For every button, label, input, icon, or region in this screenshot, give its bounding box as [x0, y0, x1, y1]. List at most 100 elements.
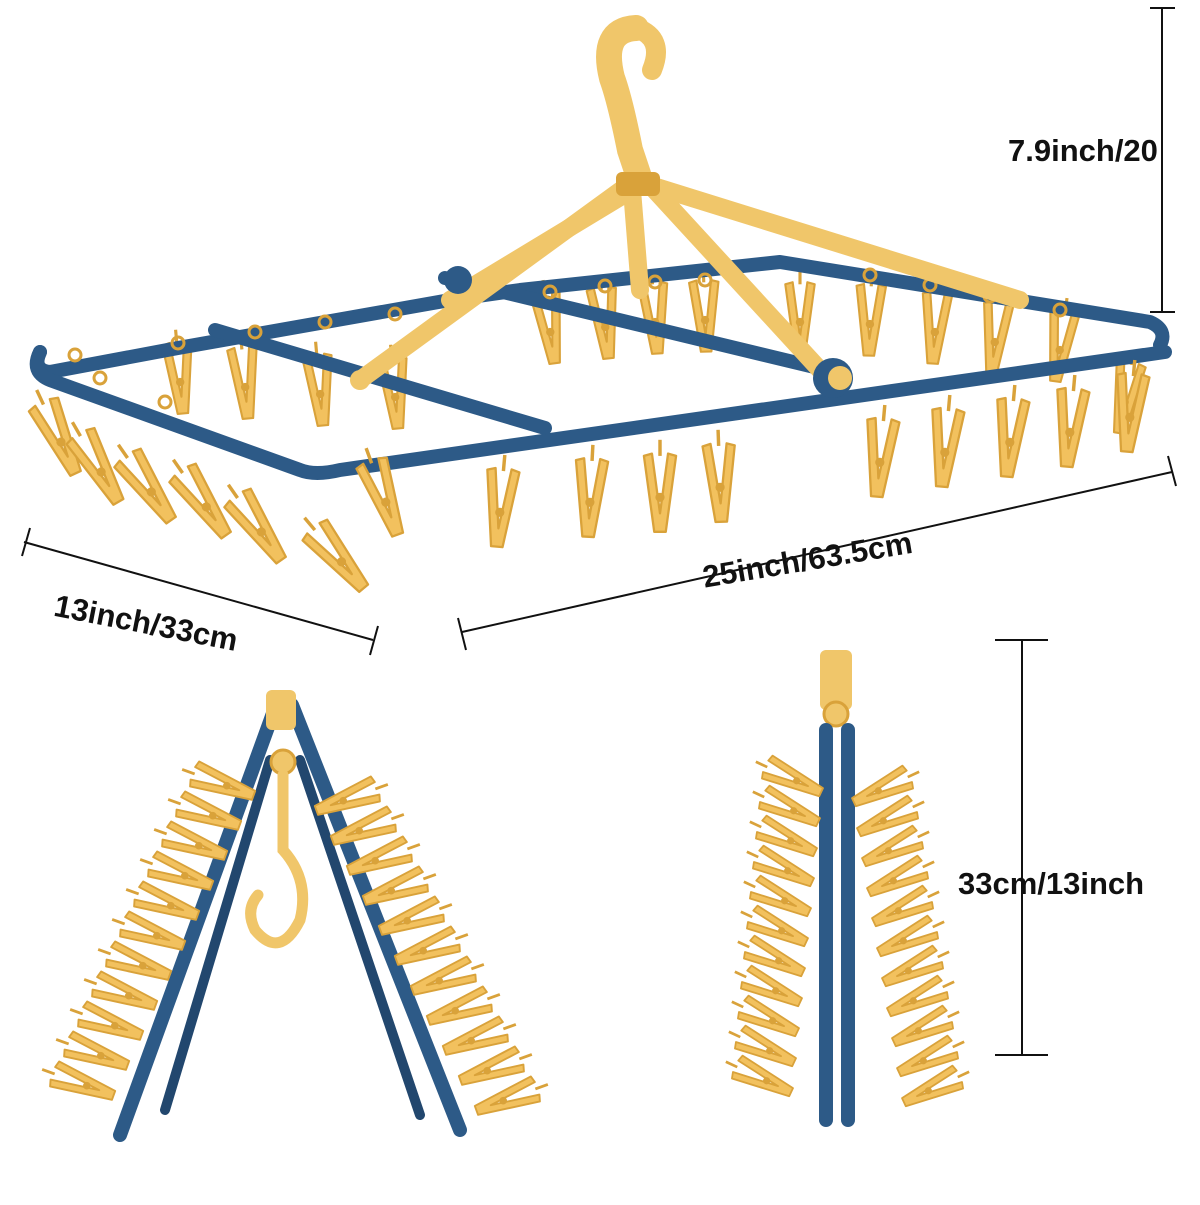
clothes-peg [901, 1064, 970, 1108]
clothes-peg [313, 775, 389, 816]
clothes-peg [361, 865, 437, 906]
open-rack [27, 15, 1172, 594]
folded-pivot [822, 700, 850, 728]
clothes-peg [69, 1000, 145, 1041]
clothes-peg [731, 994, 800, 1038]
hook-ring [92, 370, 108, 386]
dimension-tick [21, 527, 31, 557]
dimension-tick [369, 625, 379, 656]
clothes-peg [181, 760, 257, 801]
frame-end-cap [444, 266, 472, 294]
hanger-arm [641, 176, 829, 379]
clothes-peg [113, 443, 177, 525]
clothes-peg [861, 824, 930, 868]
dimension-tick [457, 617, 467, 651]
hanger-arm [641, 176, 1029, 309]
clothes-peg [409, 955, 485, 996]
hook-ring [247, 324, 263, 340]
clothes-peg [125, 880, 201, 921]
clothes-peg [701, 429, 736, 524]
clothes-peg [725, 1054, 794, 1098]
clothes-peg [1056, 374, 1091, 469]
rack-clips-front [27, 267, 1151, 594]
folded-hook [245, 769, 309, 949]
hook-ring [542, 284, 558, 300]
clothes-peg [83, 970, 159, 1011]
clothes-peg [752, 784, 821, 828]
clothes-peg [886, 974, 955, 1018]
folded-hook-base [266, 690, 296, 730]
clothes-peg [111, 910, 187, 951]
folded-frame-bar [295, 755, 425, 1120]
folded-rack-side-view [725, 650, 970, 1127]
clothes-peg [746, 844, 815, 888]
hanger-arm [441, 176, 649, 309]
clothes-peg [755, 754, 824, 798]
clothes-peg [881, 944, 950, 988]
clothes-peg [851, 764, 920, 808]
clothes-peg [1116, 359, 1151, 454]
clothes-peg [728, 1024, 797, 1068]
clothes-peg [168, 458, 232, 540]
clothes-peg [996, 384, 1031, 479]
hanging-hook-tip [626, 18, 666, 80]
clothes-peg [743, 874, 812, 918]
clothes-peg [65, 421, 125, 506]
folded-frame-bar [113, 698, 283, 1142]
clothes-peg [896, 1034, 965, 1078]
dimension-tick [1167, 455, 1177, 487]
frame-bar [438, 271, 842, 379]
depth-dimension-line [23, 541, 374, 641]
clothes-peg [871, 884, 940, 928]
hook-ring [647, 274, 663, 290]
clothes-peg [931, 394, 966, 489]
clothes-peg [223, 483, 287, 565]
clothes-peg [866, 854, 935, 898]
hook-ring [387, 306, 403, 322]
clothes-peg [740, 904, 809, 948]
clothes-peg [473, 1075, 549, 1116]
clothes-peg [734, 964, 803, 1008]
frame-bar [208, 323, 552, 435]
clothes-peg [441, 1015, 517, 1056]
frame-end-cap-inner [828, 366, 852, 390]
clothes-peg [642, 439, 678, 533]
clothes-peg [377, 895, 453, 936]
clothes-peg [425, 985, 501, 1026]
clothes-peg [866, 404, 901, 499]
hook-ring [697, 272, 713, 288]
clothes-peg [457, 1045, 533, 1086]
clothes-peg [301, 516, 370, 594]
clothes-peg [393, 925, 469, 966]
clothes-peg [891, 1004, 960, 1048]
hook-ring [597, 278, 613, 294]
folded-height-dimension-label: 33cm/13inch [958, 866, 1145, 901]
width-dimension-line [461, 471, 1173, 633]
dimension-lines [21, 7, 1177, 1056]
clothes-peg [55, 1030, 131, 1071]
hook-ring [1052, 302, 1068, 318]
arm-joint [350, 370, 370, 390]
clothes-peg [486, 454, 521, 549]
hook-ring [862, 267, 878, 283]
frame-bar [29, 345, 1172, 480]
clothes-peg [153, 820, 229, 861]
clothes-peg [574, 444, 610, 539]
hanging-hook [596, 15, 653, 193]
hub-joint [616, 172, 660, 196]
rack-hanger-hub [350, 15, 1029, 398]
clothes-peg [139, 850, 215, 891]
folded-rack-front-view [41, 690, 549, 1142]
hook-ring [317, 314, 333, 330]
clothes-peg [329, 805, 405, 846]
clothes-peg [345, 835, 421, 876]
folded-frame-bar [285, 698, 467, 1137]
hook-ring [157, 394, 173, 410]
clothes-peg [27, 389, 82, 477]
clothes-peg [749, 814, 818, 858]
clothes-peg [737, 934, 806, 978]
hanger-arm [623, 181, 649, 299]
clothes-peg [355, 447, 405, 538]
